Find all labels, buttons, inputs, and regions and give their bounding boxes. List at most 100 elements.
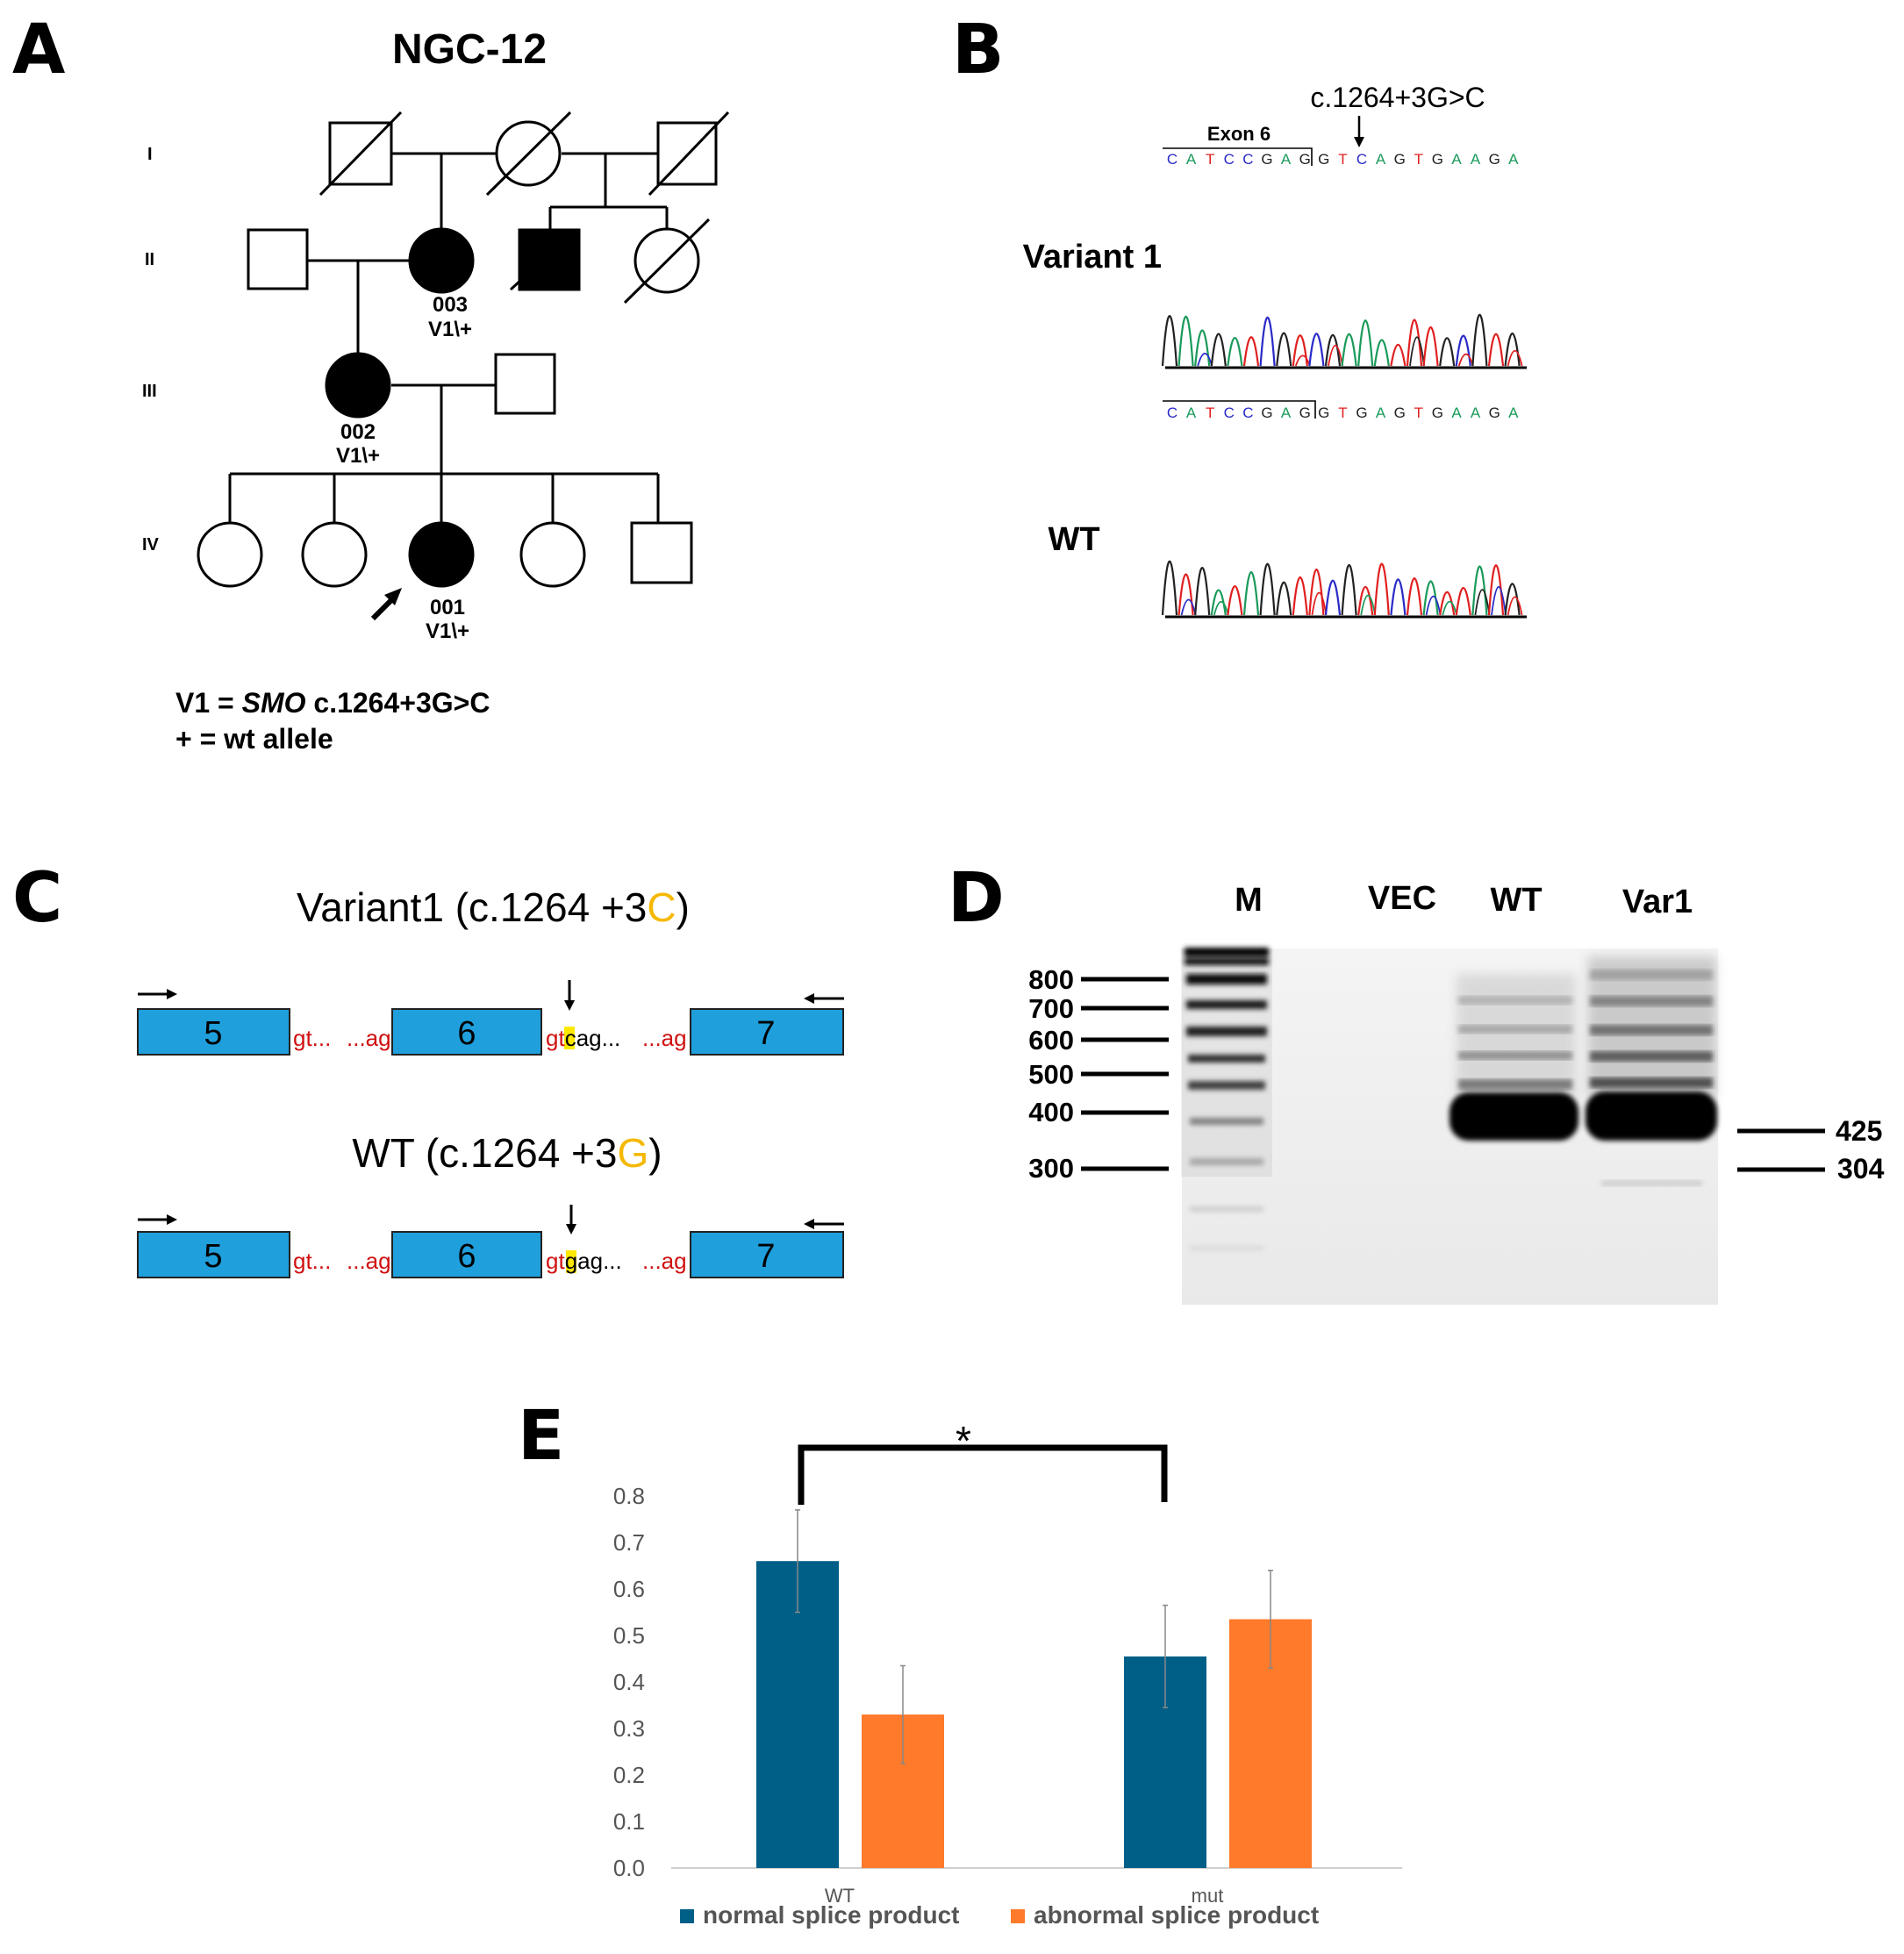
primer-reverse-arrow-variant-icon	[804, 993, 844, 1004]
variant-site-arrow-variant-icon	[564, 980, 575, 1011]
chromatogram-peak	[1292, 334, 1308, 367]
sequence-base: G	[1432, 404, 1443, 421]
ladder-label-400: 400	[1028, 1097, 1074, 1127]
pedigree-individual-iv4	[519, 521, 586, 588]
chromatogram-peak	[1259, 317, 1276, 367]
chromatogram-peak	[1341, 333, 1357, 367]
sequence-base: G	[1261, 404, 1272, 421]
x-category-label: mut	[1192, 1885, 1224, 1907]
band-wt-425	[1449, 1092, 1578, 1141]
chromatogram-peak	[1422, 580, 1439, 616]
sequence-base: G	[1356, 404, 1367, 421]
y-tick-label: 0.5	[613, 1622, 645, 1649]
chromatogram-peak	[1409, 336, 1425, 367]
pedigree-individual-ii4	[623, 218, 711, 304]
chromatogram-peak	[1197, 352, 1213, 367]
chromatogram-peak	[1210, 333, 1227, 367]
pedigree-individual-i3	[648, 111, 730, 197]
sequence-base: G	[1318, 404, 1329, 421]
panel-b-letter: B	[952, 11, 1005, 89]
sequence-base: T	[1414, 404, 1423, 421]
y-tick-label: 0.0	[613, 1855, 645, 1881]
variant-arrow-icon	[1354, 116, 1364, 147]
chromatogram-peak	[1292, 576, 1308, 616]
chromatogram-peak	[1373, 339, 1390, 367]
chromatogram-peak	[1308, 569, 1325, 616]
chromatogram-peak	[1177, 573, 1194, 616]
chromatogram-peak	[1308, 333, 1325, 367]
schematic-title-variant: Variant1 (c.1264 +3C)	[297, 884, 690, 930]
ladder-label-500: 500	[1028, 1059, 1074, 1090]
row-label-variant: Variant 1	[1023, 239, 1162, 276]
chromatogram-peak	[1373, 562, 1390, 616]
exon-5-label-variant: 5	[204, 1015, 222, 1052]
chromatogram-peak	[1507, 349, 1523, 367]
sequence-base: C	[1242, 404, 1253, 421]
chromatogram-peak	[1242, 336, 1260, 367]
sequence-base: T	[1414, 151, 1423, 168]
exon-5-box-wt	[137, 1231, 290, 1278]
chromatogram-peak	[1471, 565, 1488, 616]
chromatogram-peak	[1177, 315, 1194, 367]
generation-label-iii: III	[142, 382, 157, 401]
gel-panel: M VEC WT Var1	[1028, 880, 1885, 1305]
chromatogram-peak	[1194, 567, 1211, 616]
chromatogram-peak	[1360, 594, 1377, 616]
sequence-base: G	[1432, 151, 1443, 168]
exon-7-box-wt	[690, 1231, 844, 1278]
significance-bracket	[798, 1444, 1168, 1505]
pedigree-genotype-001: V1\+	[426, 619, 469, 643]
chromatogram-peak	[1406, 319, 1423, 367]
pedigree-individual-i2	[485, 111, 572, 197]
pedigree-individual-ii2	[408, 227, 475, 294]
chromatogram-peak	[1259, 562, 1276, 616]
chromatogram-peak	[1341, 564, 1357, 616]
wt-base-highlight	[566, 1250, 576, 1273]
chromatogram-peak	[1210, 589, 1227, 616]
y-tick-label: 0.1	[613, 1808, 645, 1835]
chromatogram-peak	[1487, 564, 1505, 616]
variant-site-arrow-wt-icon	[566, 1205, 576, 1235]
pedigree-id-001: 001	[430, 596, 465, 619]
intron-left-start-variant: gt...	[293, 1025, 331, 1051]
pedigree-lines	[228, 152, 669, 523]
pedigree-id-002: 002	[340, 420, 376, 444]
sequence-base: G	[1299, 151, 1311, 168]
lane-label-m: M	[1235, 882, 1263, 919]
chromatogram-peak	[1194, 329, 1211, 367]
chromatogram-peak	[1504, 583, 1521, 616]
panel-d-letter: D	[948, 859, 1005, 938]
lane-label-vec: VEC	[1368, 880, 1436, 917]
sequence-base: G	[1394, 404, 1406, 421]
exon-bracket-variant	[1163, 147, 1313, 166]
ladder-label-800: 800	[1028, 964, 1074, 995]
sequence-base: G	[1261, 151, 1272, 168]
chromatogram-peak	[1504, 333, 1521, 367]
chromatogram-peak	[1227, 336, 1243, 367]
variant-annotation-label: c.1264+3G>C	[1310, 82, 1485, 113]
chromatogram-peak	[1455, 587, 1471, 616]
sequence-base: T	[1206, 151, 1214, 168]
chromatogram-peak	[1406, 577, 1423, 616]
chromatogram-peak	[1442, 600, 1458, 616]
pedigree-individual-ii1	[247, 228, 309, 290]
exon-bracket-wt	[1163, 400, 1316, 419]
band-var1-425	[1585, 1092, 1717, 1141]
chromatogram-peak	[1425, 595, 1442, 616]
y-tick-label: 0.6	[613, 1576, 645, 1602]
legend-label: abnormal splice product	[1034, 1901, 1319, 1929]
sequence-base: G	[1394, 151, 1406, 168]
significance-star: *	[956, 1418, 971, 1464]
sequence-base: T	[1338, 151, 1347, 168]
sequence-base: A	[1281, 404, 1292, 421]
pedigree-individual-iv1	[197, 521, 263, 588]
generation-label-iv: IV	[142, 535, 160, 555]
primer-forward-arrow-wt-icon	[138, 1214, 177, 1225]
chromatogram-peak	[1474, 589, 1491, 616]
schematic-title-wt: WT (c.1264 +3G)	[352, 1130, 662, 1176]
sequence-base: A	[1471, 404, 1481, 421]
sequence-base: G	[1489, 404, 1500, 421]
y-tick-label: 0.4	[613, 1669, 645, 1695]
chromatogram-peak	[1161, 315, 1178, 367]
